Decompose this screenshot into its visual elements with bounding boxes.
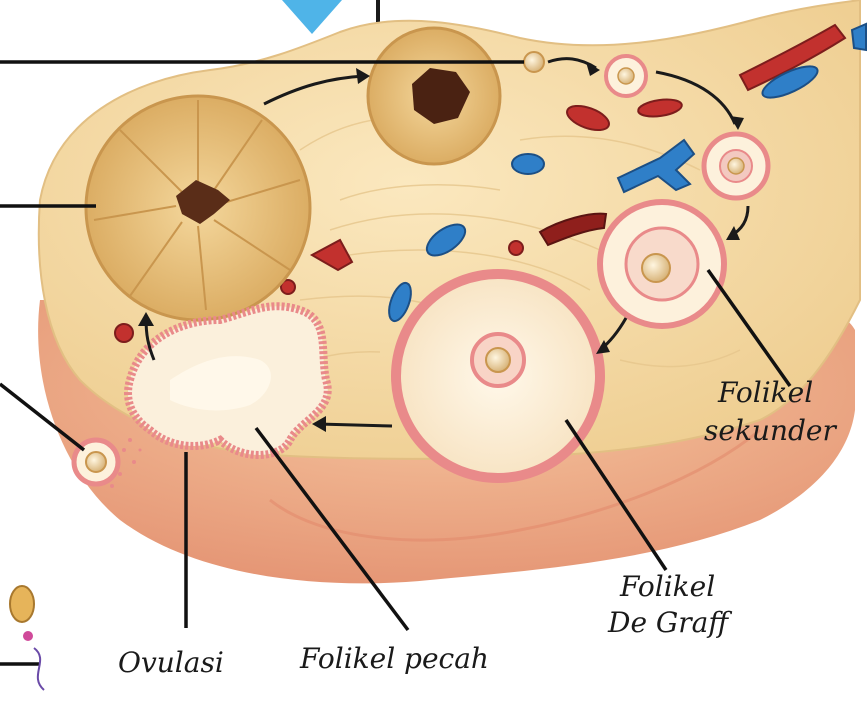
label-folikel-de-graff-1: Folikel [620, 572, 715, 602]
secondary-follicle-large [600, 202, 724, 326]
graafian-follicle [396, 274, 600, 478]
sperm-icon [10, 586, 44, 690]
label-folikel-sekunder-2: sekunder [704, 416, 836, 446]
corpus-luteum [86, 96, 310, 320]
label-folikel-de-graff-2: De Graff [608, 608, 728, 638]
primary-follicle [606, 56, 646, 96]
label-ovulasi: Ovulasi [118, 648, 224, 678]
pointer-arrow-icon [282, 0, 342, 34]
label-folikel-pecah: Folikel pecah [300, 644, 489, 674]
secondary-follicle-small [704, 134, 768, 198]
label-folikel-sekunder-1: Folikel [718, 378, 813, 408]
